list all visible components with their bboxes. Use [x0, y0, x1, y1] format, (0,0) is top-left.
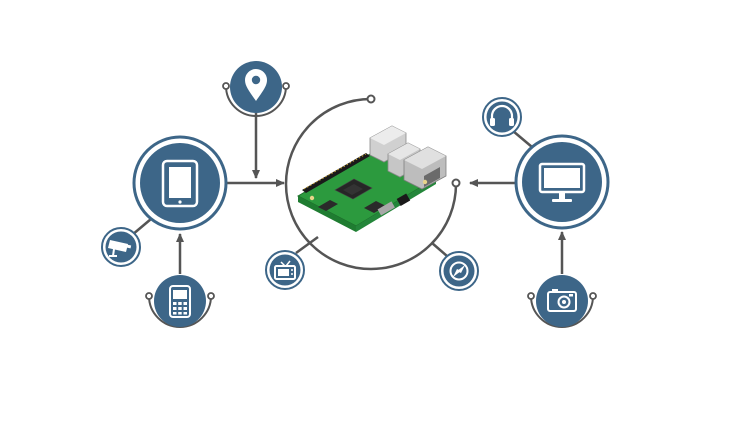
node-monitor	[514, 134, 610, 230]
tablet-icon	[161, 159, 199, 208]
connector-compass-hub	[431, 242, 448, 257]
node-compass	[439, 251, 479, 291]
node-phone	[145, 275, 215, 328]
connector-tv-hub	[295, 235, 319, 255]
node-tablet	[132, 135, 228, 231]
hub-ring-endpoint-right	[451, 178, 461, 188]
gpio-header	[302, 153, 370, 193]
connectors	[131, 113, 566, 274]
connector-headphones-monitor	[512, 130, 533, 148]
security-camera-icon	[108, 240, 132, 257]
node-cctv	[101, 227, 141, 267]
hub-ring-arc	[284, 97, 458, 271]
map-pin-icon	[245, 69, 267, 101]
node-tv	[265, 250, 305, 290]
node-camera	[527, 275, 597, 328]
monitor-icon	[538, 162, 586, 202]
television-icon	[274, 260, 296, 280]
headphones-icon	[490, 104, 514, 126]
node-location	[222, 61, 290, 117]
connector-cctv-tablet	[131, 218, 152, 236]
raspberry-pi-board	[296, 125, 447, 232]
hub-ring-endpoint-top	[366, 94, 376, 104]
node-headphones	[482, 97, 522, 137]
mobile-phone-icon	[169, 285, 191, 318]
ethernet-port	[403, 146, 447, 190]
compass-icon	[449, 261, 469, 281]
camera-icon	[547, 289, 577, 312]
central-hub	[284, 94, 461, 271]
